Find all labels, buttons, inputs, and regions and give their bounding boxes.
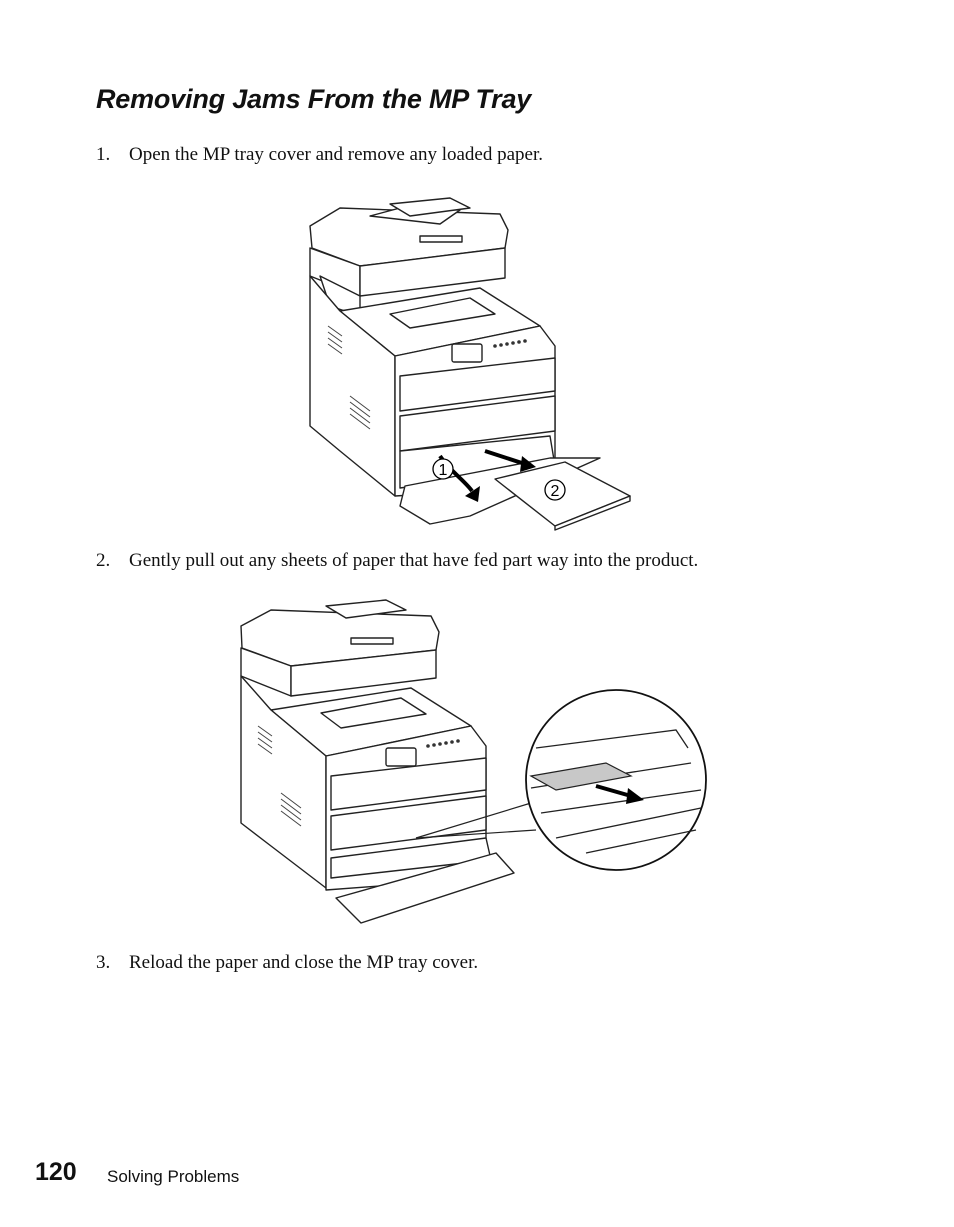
figure-open-mp-tray: 1 2	[300, 196, 640, 531]
magnified-detail	[525, 689, 707, 871]
page-number: 120	[35, 1158, 77, 1186]
section-heading: Removing Jams From the MP Tray	[96, 84, 532, 114]
step-number: 2.	[96, 550, 111, 571]
step-text: Gently pull out any sheets of paper that…	[129, 550, 699, 571]
callout-label-2: 2	[551, 483, 560, 500]
footer-section-title: Solving Problems	[107, 1167, 240, 1186]
step-2: 2. Gently pull out any sheets of paper th…	[96, 550, 698, 572]
printer-illustration-2	[240, 599, 707, 924]
figure-pull-out-paper	[236, 598, 711, 928]
step-number: 1.	[96, 144, 111, 165]
step-number: 3.	[96, 952, 111, 973]
callout-circle-2	[544, 479, 566, 501]
callout-circle-1	[432, 458, 454, 480]
step-text: Open the MP tray cover and remove any lo…	[129, 144, 543, 165]
step-3: 3. Reload the paper and close the MP tray…	[96, 952, 478, 974]
printer-illustration-1: 1 2	[309, 197, 631, 531]
callout-label-1: 1	[439, 462, 448, 479]
step-text: Reload the paper and close the MP tray c…	[129, 952, 479, 973]
step-1: 1. Open the MP tray cover and remove any …	[96, 144, 543, 166]
